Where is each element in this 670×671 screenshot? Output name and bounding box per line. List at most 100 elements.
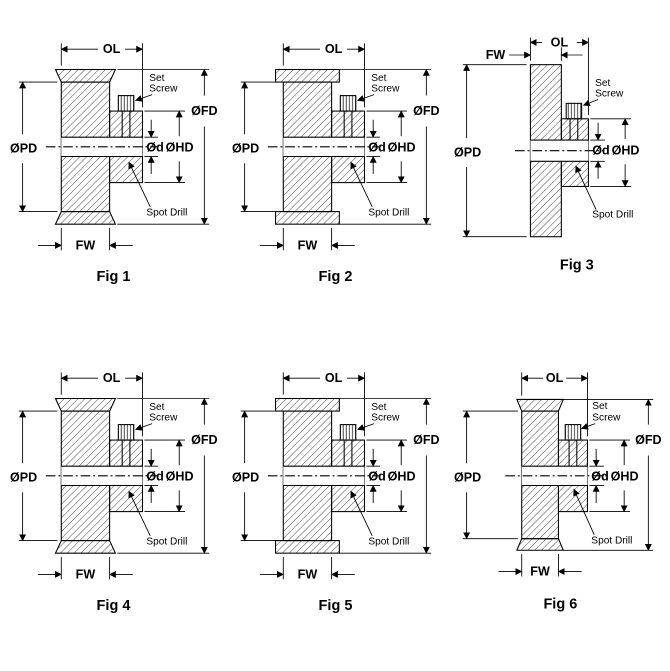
pd-label: ØPD — [232, 141, 259, 155]
flange-top — [54, 68, 117, 83]
d-label: Ød — [368, 470, 385, 484]
pd-label: ØPD — [10, 141, 37, 155]
fd-label: ØFD — [413, 433, 439, 447]
ol-label: OL — [103, 42, 121, 56]
spot-drill-label: Spot Drill — [591, 536, 632, 547]
d-label: Ød — [146, 470, 163, 484]
set-screw-leader — [357, 93, 375, 102]
hd-label: ØHD — [611, 470, 639, 484]
ol-label: OL — [103, 371, 121, 385]
ol-label: OL — [325, 371, 343, 385]
labels: OL ØFD ØPD Ød ØHD Set Screw Spot Drill F… — [454, 371, 662, 612]
fw-label: FW — [76, 238, 96, 252]
spot-drill-leader — [350, 161, 373, 207]
set-screw-label-line1: Set — [371, 402, 386, 413]
set-screw-leader — [580, 423, 596, 430]
pulley-cross-section — [267, 398, 380, 554]
fw-label: FW — [298, 238, 318, 252]
d-label: Ød — [368, 140, 385, 154]
bore — [530, 139, 589, 162]
figure-label: Fig 1 — [97, 269, 131, 285]
dimension-lines — [240, 43, 432, 251]
hd-label: ØHD — [166, 140, 194, 154]
ol-label: OL — [325, 42, 343, 56]
spot-drill-leader — [575, 165, 597, 210]
pulley-cross-section — [505, 399, 606, 552]
set-screw — [339, 94, 357, 112]
spot-drill-label: Spot Drill — [368, 537, 409, 548]
spot-drill-label: Spot Drill — [146, 207, 187, 218]
dimension-lines — [18, 43, 210, 251]
flange-top — [54, 398, 117, 412]
flange-bottom — [275, 210, 340, 225]
set-screw-label-line2: Screw — [149, 413, 178, 424]
spot-drill-label: Spot Drill — [368, 207, 409, 218]
dimension-lines — [18, 372, 210, 580]
flange-bottom — [54, 540, 117, 554]
set-screw-leader — [135, 93, 153, 102]
spot-drill-leader — [573, 488, 595, 536]
set-screw — [564, 424, 582, 441]
figure-3-diagram: FW OL ØPD Ød ØHD Set Screw Spot Drill Fi… — [454, 35, 640, 273]
hd-label: ØHD — [388, 140, 416, 154]
figure-label: Fig 4 — [97, 598, 131, 614]
fd-label: ØFD — [191, 104, 217, 118]
spot-drill-label: Spot Drill — [592, 209, 633, 220]
pulley-cross-section — [267, 68, 380, 225]
dimension-lines — [462, 372, 654, 577]
set-screw-label-line1: Set — [149, 73, 164, 84]
fw-label: FW — [298, 568, 318, 582]
set-screw — [565, 102, 583, 120]
figure-2-diagram: OL ØFD ØPD Ød ØHD Set Screw Spot Drill F… — [232, 42, 440, 285]
d-label: Ød — [146, 140, 163, 154]
flange-top — [516, 399, 565, 412]
flange-top — [275, 398, 340, 412]
pulley-cross-section — [514, 63, 604, 238]
set-screw — [117, 424, 135, 441]
pd-label: ØPD — [454, 471, 481, 485]
figure-6-diagram: OL ØFD ØPD Ød ØHD Set Screw Spot Drill F… — [454, 371, 662, 612]
figure-1-diagram: OL ØFD ØPD Ød ØHD Set Screw Spot Drill F… — [10, 42, 218, 285]
flange-top — [275, 68, 340, 83]
set-screw-label-line2: Screw — [371, 83, 400, 94]
pulley-cross-section — [45, 68, 158, 225]
flange-bottom — [275, 540, 340, 554]
set-screw-leader — [357, 423, 375, 431]
labels: OL ØFD ØPD Ød ØHD Set Screw Spot Drill F… — [10, 42, 218, 285]
figure-5-diagram: OL ØFD ØPD Ød ØHD Set Screw Spot Drill F… — [232, 371, 440, 614]
fd-label: ØFD — [635, 433, 661, 447]
figure-1-cell: OL ØFD ØPD Ød ØHD Set Screw Spot Drill F… — [2, 6, 224, 336]
pulley-cross-section — [45, 398, 158, 554]
pd-label: ØPD — [10, 471, 37, 485]
fw-label: FW — [530, 565, 550, 579]
set-screw — [117, 94, 135, 112]
d-label: Ød — [592, 143, 609, 157]
set-screw-leader — [582, 98, 599, 106]
fw-label: FW — [486, 48, 506, 62]
figure-5-cell: OL ØFD ØPD Ød ØHD Set Screw Spot Drill F… — [224, 336, 446, 666]
set-screw-label-line1: Set — [371, 73, 386, 84]
set-screw-label-line2: Screw — [149, 83, 178, 94]
hd-label: ØHD — [166, 470, 194, 484]
ol-label: OL — [551, 35, 569, 49]
set-screw-label-line2: Screw — [595, 88, 624, 99]
dimension-lines — [462, 37, 631, 238]
labels: OL ØFD ØPD Ød ØHD Set Screw Spot Drill F… — [232, 42, 440, 285]
fd-label: ØFD — [413, 104, 439, 118]
spot-drill-leader — [128, 161, 151, 207]
d-label: Ød — [591, 470, 608, 484]
hd-label: ØHD — [612, 143, 640, 157]
bore — [521, 466, 588, 486]
figure-6-cell: OL ØFD ØPD Ød ØHD Set Screw Spot Drill F… — [446, 336, 668, 666]
figure-4-cell: OL ØFD ØPD Ød ØHD Set Screw Spot Drill F… — [2, 336, 224, 666]
fd-label: ØFD — [191, 433, 217, 447]
figure-label: Fig 5 — [319, 598, 353, 614]
fw-label: FW — [76, 568, 96, 582]
figure-3-cell: FW OL ØPD Ød ØHD Set Screw Spot Drill Fi… — [446, 6, 668, 336]
labels: FW OL ØPD Ød ØHD Set Screw Spot Drill Fi… — [454, 35, 640, 273]
pd-label: ØPD — [232, 471, 259, 485]
spot-drill-leader — [128, 490, 151, 537]
hd-label: ØHD — [388, 470, 416, 484]
set-screw-label-line2: Screw — [592, 413, 621, 424]
